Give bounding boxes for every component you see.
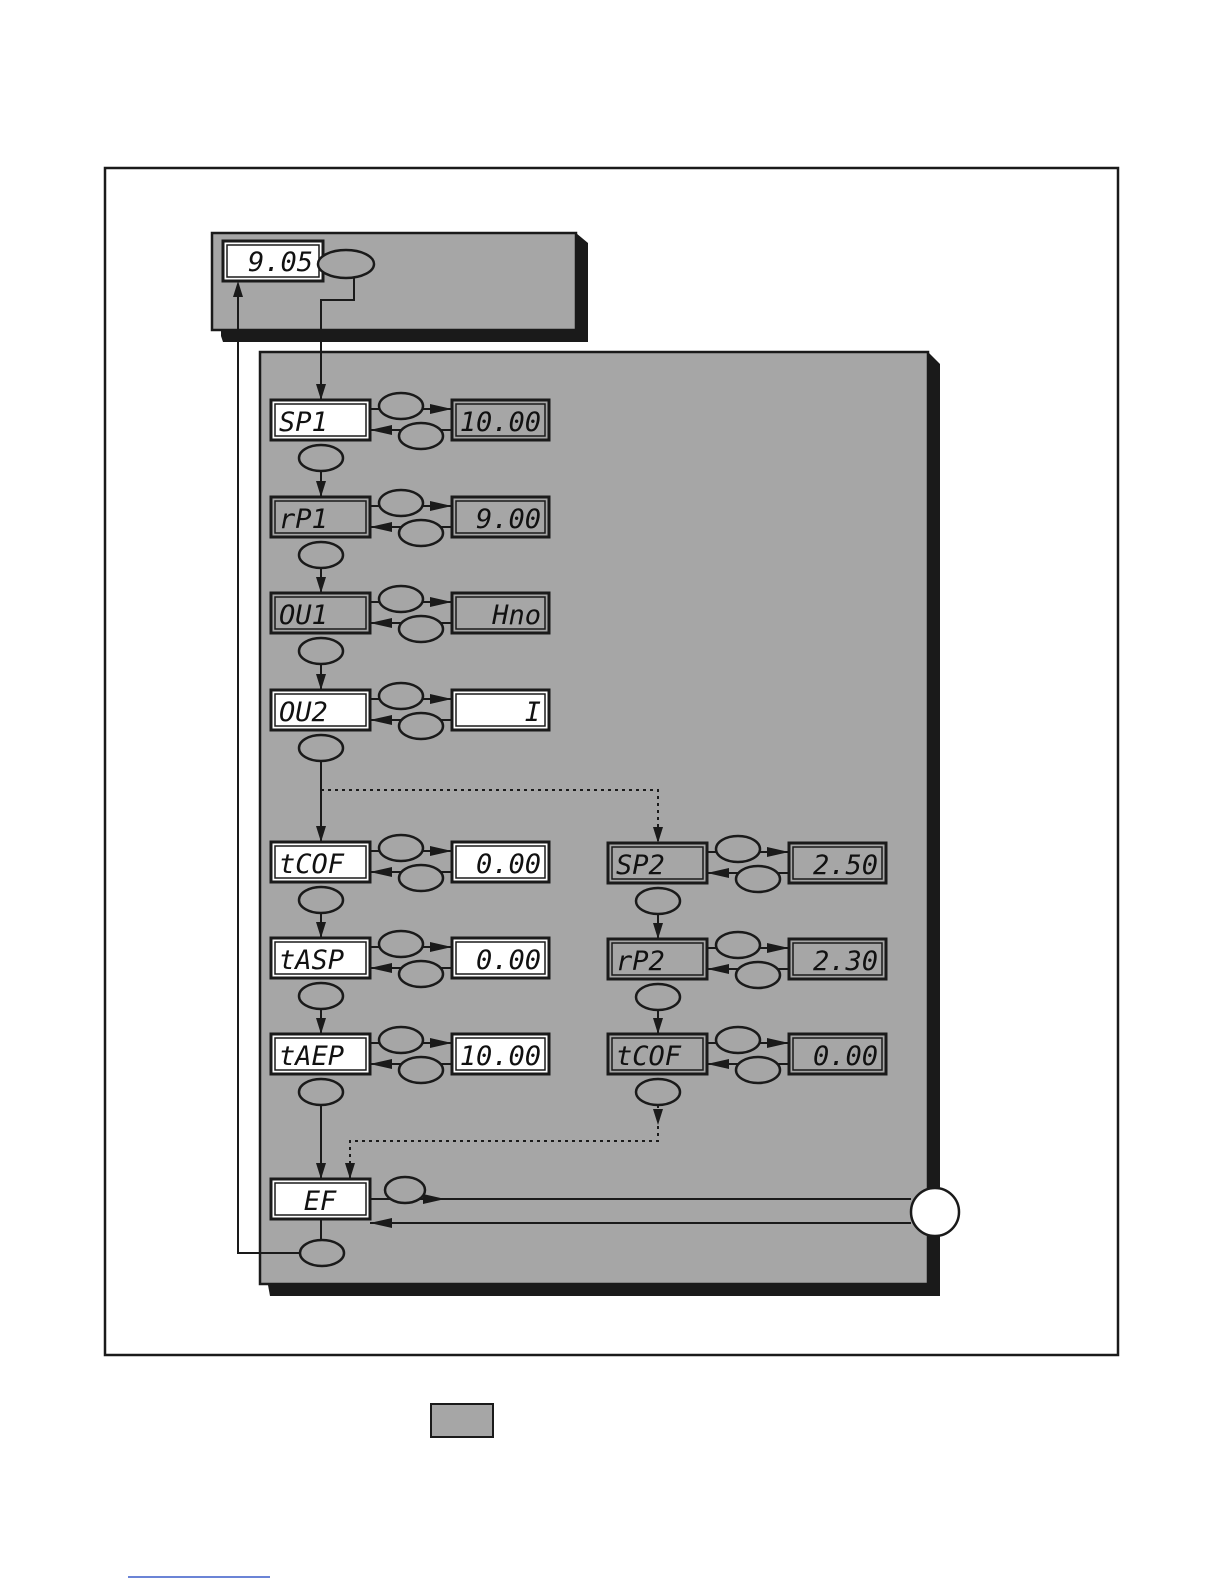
parameter-display[interactable]: SP1	[271, 400, 370, 440]
set-up-button[interactable]	[716, 1027, 760, 1053]
set-up-button[interactable]	[379, 490, 423, 516]
parameter-value: 9.00	[476, 504, 541, 535]
extended-functions-connector	[911, 1188, 959, 1236]
parameter-display[interactable]: tCOF	[608, 1034, 707, 1074]
parameter-value: 0.00	[476, 849, 541, 880]
set-down-button[interactable]	[399, 713, 443, 739]
mode-set-button[interactable]	[299, 887, 343, 913]
mode-set-button[interactable]	[636, 984, 680, 1010]
parameter-label: OU2	[279, 697, 328, 728]
parameter-display[interactable]: OU1	[271, 593, 370, 633]
parameter-label: rP1	[279, 504, 328, 535]
parameter-value: Hno	[491, 600, 541, 631]
mode-set-button[interactable]	[636, 1079, 680, 1105]
parameter-label: tCOF	[279, 849, 345, 880]
parameter-display[interactable]: rP2	[608, 939, 707, 979]
mode-set-button[interactable]	[299, 1079, 343, 1105]
set-up-button[interactable]	[379, 683, 423, 709]
mode-set-button[interactable]	[299, 638, 343, 664]
set-down-button[interactable]	[736, 866, 780, 892]
set-down-button[interactable]	[399, 616, 443, 642]
set-up-button[interactable]	[716, 836, 760, 862]
programming-mode-panel	[260, 352, 928, 1284]
value-display[interactable]: 0.00	[452, 842, 549, 882]
parameter-label: tCOF	[616, 1041, 682, 1072]
set-down-button[interactable]	[399, 423, 443, 449]
run-display-value: 9.05	[248, 247, 313, 278]
parameter-label: rP2	[616, 946, 665, 977]
mode-set-button[interactable]	[299, 542, 343, 568]
parameter-value: 10.00	[460, 407, 541, 438]
legend-grey-swatch	[431, 1404, 493, 1437]
value-display[interactable]: 10.00	[452, 1034, 549, 1074]
set-down-button[interactable]	[736, 1057, 780, 1083]
value-display[interactable]: 2.30	[789, 939, 886, 979]
value-display[interactable]: 10.00	[452, 400, 549, 440]
value-display[interactable]: Hno	[452, 593, 549, 633]
mode-set-button[interactable]	[299, 445, 343, 471]
set-down-button[interactable]	[399, 1057, 443, 1083]
parameter-display[interactable]: tCOF	[271, 842, 370, 882]
parameter-label: SP1	[279, 407, 328, 438]
parameter-display[interactable]: tASP	[271, 938, 370, 978]
run-display: 9.05	[223, 241, 323, 281]
ef-display[interactable]: EF	[271, 1179, 370, 1219]
parameter-label: OU1	[279, 600, 328, 631]
set-up-button[interactable]	[379, 586, 423, 612]
value-display[interactable]: 0.00	[789, 1034, 886, 1074]
value-display[interactable]: 0.00	[452, 938, 549, 978]
mode-set-button[interactable]	[299, 735, 343, 761]
parameter-display[interactable]: tAEP	[271, 1034, 370, 1074]
value-display[interactable]: I	[452, 690, 549, 730]
set-up-button[interactable]	[379, 931, 423, 957]
ef-set-button[interactable]	[385, 1177, 425, 1203]
parameter-display[interactable]: OU2	[271, 690, 370, 730]
set-up-button[interactable]	[379, 393, 423, 419]
parameter-value: 0.00	[813, 1041, 878, 1072]
parameter-value: 0.00	[476, 945, 541, 976]
parameter-display[interactable]: rP1	[271, 497, 370, 537]
value-display[interactable]: 2.50	[789, 843, 886, 883]
set-up-button[interactable]	[379, 1027, 423, 1053]
value-display[interactable]: 9.00	[452, 497, 549, 537]
parameter-label: tASP	[279, 945, 344, 976]
parameter-label: SP2	[616, 850, 665, 881]
set-down-button[interactable]	[736, 962, 780, 988]
mode-set-button[interactable]	[636, 888, 680, 914]
parameter-label: tAEP	[279, 1041, 344, 1072]
set-up-button[interactable]	[716, 932, 760, 958]
set-down-button[interactable]	[399, 520, 443, 546]
parameter-value: 2.50	[813, 850, 878, 881]
ef-mode-button[interactable]	[300, 1240, 344, 1266]
parameter-value: I	[525, 697, 541, 728]
set-down-button[interactable]	[399, 961, 443, 987]
mode-set-button[interactable]	[299, 983, 343, 1009]
parameter-value: 10.00	[460, 1041, 541, 1072]
parameter-value: 2.30	[813, 946, 878, 977]
ef-display-label: EF	[304, 1186, 337, 1217]
set-down-button[interactable]	[399, 865, 443, 891]
mode-set-button[interactable]	[318, 250, 374, 278]
set-up-button[interactable]	[379, 835, 423, 861]
parameter-display[interactable]: SP2	[608, 843, 707, 883]
